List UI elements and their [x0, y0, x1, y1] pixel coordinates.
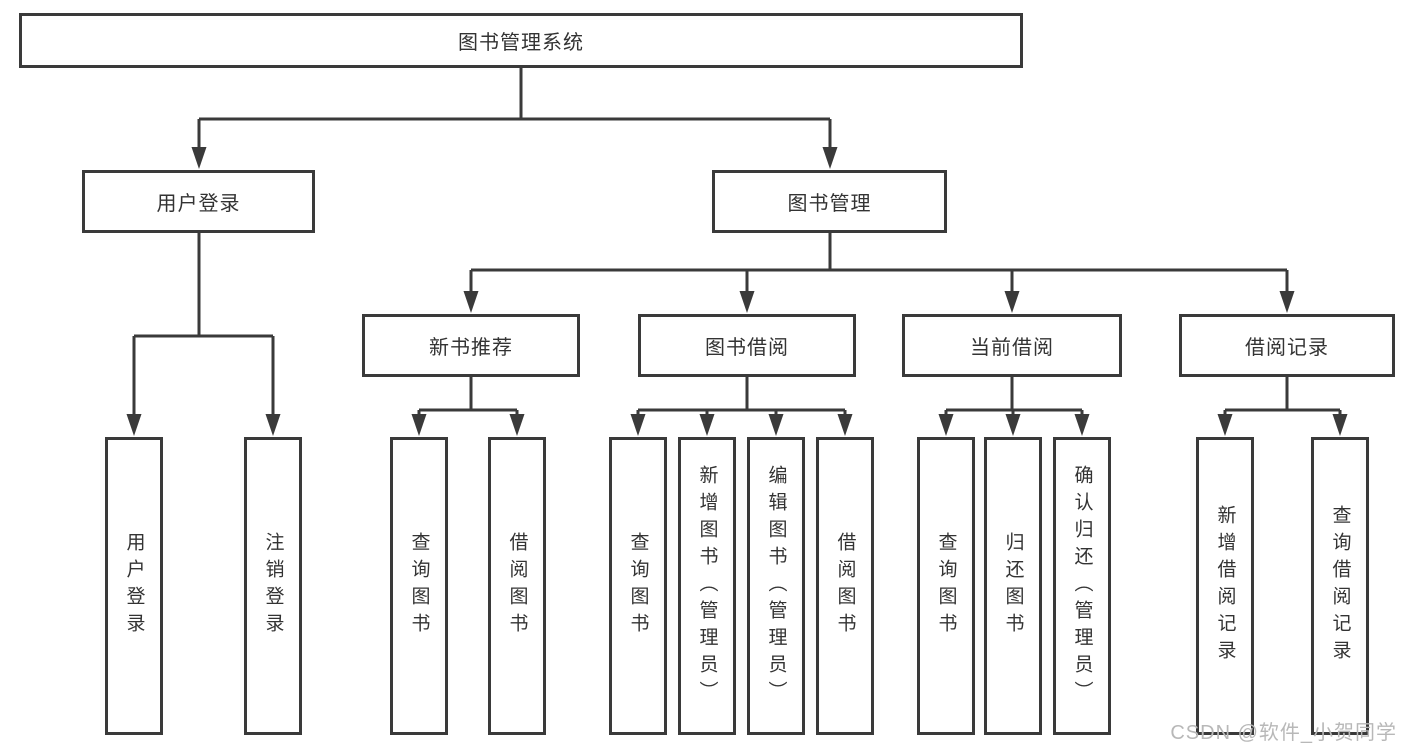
connector-book-borrow-to-leaves	[636, 377, 847, 417]
node-leaf-rec-query-books-label: 查询图书	[408, 532, 430, 640]
node-root: 图书管理系统	[19, 13, 1023, 68]
node-new-book-rec: 新书推荐	[362, 314, 580, 377]
arrow-down-icon	[822, 147, 838, 169]
node-book-mgmt: 图书管理	[712, 170, 947, 233]
arrow-down-icon	[1005, 414, 1021, 436]
node-leaf-cb-confirm-return-label: 确认归还（管理员）	[1071, 464, 1093, 708]
node-leaf-logout-label: 注销登录	[262, 532, 284, 640]
node-book-borrow: 图书借阅	[638, 314, 856, 377]
arrow-down-icon	[1279, 291, 1295, 313]
node-leaf-br-query-record-label: 查询借阅记录	[1329, 505, 1351, 667]
node-borrow-record-label: 借阅记录	[1245, 337, 1329, 359]
node-leaf-logout: 注销登录	[244, 437, 302, 735]
node-leaf-bb-add-books: 新增图书（管理员）	[678, 437, 736, 735]
connector-new-book-rec-to-leaves	[417, 377, 519, 417]
node-leaf-rec-borrow-books: 借阅图书	[488, 437, 546, 735]
arrow-down-icon	[768, 414, 784, 436]
arrow-down-icon	[837, 414, 853, 436]
node-leaf-bb-edit-books: 编辑图书（管理员）	[747, 437, 805, 735]
arrow-down-icon	[739, 291, 755, 313]
arrow-down-icon	[630, 414, 646, 436]
node-leaf-cb-query-books-label: 查询图书	[935, 532, 957, 640]
node-leaf-bb-borrow-books-label: 借阅图书	[834, 532, 856, 640]
node-leaf-cb-query-books: 查询图书	[917, 437, 975, 735]
node-leaf-cb-confirm-return: 确认归还（管理员）	[1053, 437, 1111, 735]
node-current-borrow-label: 当前借阅	[970, 337, 1054, 359]
arrow-down-icon	[411, 414, 427, 436]
node-leaf-bb-borrow-books: 借阅图书	[816, 437, 874, 735]
node-leaf-br-query-record: 查询借阅记录	[1311, 437, 1369, 735]
arrow-down-icon	[1217, 414, 1233, 436]
arrow-down-icon	[126, 414, 142, 436]
arrow-down-icon	[191, 147, 207, 169]
node-leaf-br-add-record: 新增借阅记录	[1196, 437, 1254, 735]
node-leaf-cb-return-books: 归还图书	[984, 437, 1042, 735]
node-new-book-rec-label: 新书推荐	[429, 337, 513, 359]
node-user-login: 用户登录	[82, 170, 315, 233]
arrow-down-icon	[463, 291, 479, 313]
connector-root-to-level2	[197, 68, 832, 150]
connector-user-login-to-leaves	[132, 233, 275, 417]
node-leaf-bb-edit-books-label: 编辑图书（管理员）	[765, 464, 787, 708]
arrow-down-icon	[699, 414, 715, 436]
arrow-down-icon	[1332, 414, 1348, 436]
node-leaf-br-add-record-label: 新增借阅记录	[1214, 505, 1236, 667]
node-leaf-bb-add-books-label: 新增图书（管理员）	[696, 464, 718, 708]
node-root-label: 图书管理系统	[458, 32, 584, 54]
arrow-down-icon	[509, 414, 525, 436]
csdn-watermark: CSDN @软件_小贺同学	[1170, 722, 1397, 744]
connector-book-mgmt-to-level3	[469, 233, 1289, 294]
arrow-down-icon	[265, 414, 281, 436]
connector-current-borrow-to-leaves	[944, 377, 1084, 417]
node-borrow-record: 借阅记录	[1179, 314, 1395, 377]
connector-borrow-record-to-leaves	[1223, 377, 1342, 417]
arrow-down-icon	[938, 414, 954, 436]
node-user-login-label: 用户登录	[156, 193, 241, 215]
node-leaf-user-login: 用户登录	[105, 437, 163, 735]
node-current-borrow: 当前借阅	[902, 314, 1122, 377]
node-book-borrow-label: 图书借阅	[705, 337, 789, 359]
node-leaf-rec-borrow-books-label: 借阅图书	[506, 532, 528, 640]
arrow-down-icon	[1004, 291, 1020, 313]
node-leaf-rec-query-books: 查询图书	[390, 437, 448, 735]
node-leaf-user-login-label: 用户登录	[123, 532, 145, 640]
arrow-down-icon	[1074, 414, 1090, 436]
node-book-mgmt-label: 图书管理	[787, 193, 872, 215]
node-leaf-bb-query-books: 查询图书	[609, 437, 667, 735]
node-leaf-cb-return-books-label: 归还图书	[1002, 532, 1024, 640]
node-leaf-bb-query-books-label: 查询图书	[627, 532, 649, 640]
